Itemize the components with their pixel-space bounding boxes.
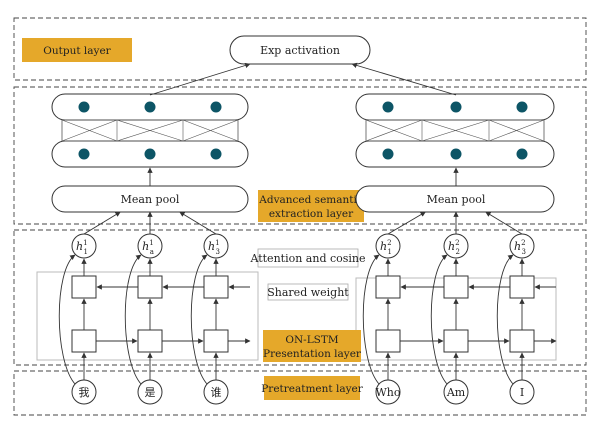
- left-mean-pool-label: Mean pool: [121, 193, 180, 206]
- left-input-label: 是: [145, 386, 156, 399]
- shared-weight-label: Shared weight: [267, 286, 349, 299]
- on-lstm-layer-text-1: ON-LSTM: [285, 334, 339, 346]
- right-connection-cross: [421, 119, 490, 142]
- right-dense-bottom-dot: [516, 148, 528, 160]
- right-input-label: I: [520, 386, 524, 399]
- on-lstm-layer-text-2: Presentation layer: [263, 348, 362, 360]
- left-hidden-to-pool-arrow: [83, 211, 121, 235]
- right-dense-top-dot: [516, 101, 528, 113]
- right-upper-cell: [443, 275, 469, 299]
- advanced-layer-text-1: Advanced semantic: [258, 194, 363, 206]
- exp-activation-label: Exp activation: [260, 44, 340, 57]
- pretreatment-layer-label: [264, 376, 360, 400]
- on-lstm-layer-region: [13, 229, 587, 366]
- right-connection-box: [365, 119, 545, 142]
- left-connection-box: [61, 119, 239, 142]
- advanced-layer-text-2: extraction layer: [269, 208, 354, 220]
- right-dense-top-dot: [382, 101, 394, 113]
- left-dense-bottom-dot: [78, 148, 90, 160]
- left-dense-bottom-dot: [144, 148, 156, 160]
- shared-weight-box: [267, 283, 349, 301]
- right-skip-arrow: [496, 254, 514, 385]
- right-skip-arrow: [362, 254, 380, 385]
- left-hidden-to-pool-arrow: [179, 211, 217, 235]
- attention-label: Attention and cosine: [249, 252, 365, 265]
- right-mean-pool-label: Mean pool: [427, 193, 486, 206]
- left-connection-cross: [116, 119, 184, 142]
- on-lstm-layer-label: [263, 330, 361, 362]
- output-layer-label: [22, 38, 132, 62]
- left-to-exp-arrow: [149, 62, 251, 96]
- right-input-label: Who: [375, 386, 400, 399]
- left-skip-arrow: [124, 254, 142, 385]
- pretreatment-layer-region: [13, 370, 587, 416]
- right-connection-cross: [365, 119, 423, 142]
- right-skip-arrow: [430, 254, 448, 385]
- left-connection-cross: [182, 119, 239, 142]
- right-to-exp-arrow: [351, 62, 457, 96]
- left-lower-cell: [71, 329, 97, 353]
- right-dense-top-dot: [450, 101, 462, 113]
- output-layer-text: Output layer: [43, 45, 111, 57]
- exp-activation-node: [229, 35, 371, 65]
- left-input-label: 我: [79, 386, 90, 399]
- left-skip-arrow: [190, 254, 208, 385]
- right-upper-cell: [375, 275, 401, 299]
- right-input-label: Am: [446, 386, 466, 399]
- left-dense-top-dot: [144, 101, 156, 113]
- left-upper-cell: [71, 275, 97, 299]
- advanced-semantic-layer-region: [13, 86, 587, 225]
- right-connection-cross: [488, 119, 545, 142]
- left-dense-top-dot: [78, 101, 90, 113]
- right-lower-cell: [443, 329, 469, 353]
- right-lower-cell: [375, 329, 401, 353]
- left-skip-arrow: [58, 254, 76, 385]
- output-layer-region: [13, 17, 587, 81]
- left-connection-cross: [61, 119, 118, 142]
- attention-label-box: [257, 248, 359, 268]
- left-lower-cell: [137, 329, 163, 353]
- right-upper-cell: [509, 275, 535, 299]
- advanced-layer-label: [258, 190, 364, 222]
- left-dense-bottom-dot: [210, 148, 222, 160]
- right-dense-bottom-dot: [382, 148, 394, 160]
- right-dense-bottom-dot: [450, 148, 462, 160]
- left-lower-cell: [203, 329, 229, 353]
- right-lower-cell: [509, 329, 535, 353]
- right-hidden-to-pool-arrow: [387, 211, 426, 235]
- right-hidden-to-pool-arrow: [485, 211, 523, 235]
- left-upper-cell: [137, 275, 163, 299]
- left-on-lstm-box: [36, 271, 259, 361]
- left-upper-cell: [203, 275, 229, 299]
- left-dense-top-dot: [210, 101, 222, 113]
- pretreatment-layer-text: Pretreatment layer: [261, 383, 363, 395]
- left-input-label: 谁: [211, 386, 222, 399]
